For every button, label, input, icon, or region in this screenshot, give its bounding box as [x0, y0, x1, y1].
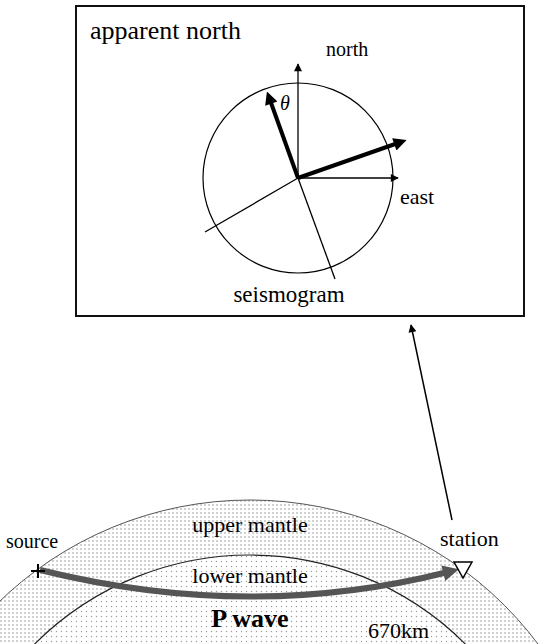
- layer-label: lower mantle: [192, 563, 307, 588]
- pointer-arrow: [411, 325, 452, 520]
- earth-section: [0, 325, 552, 644]
- north-axis: [297, 64, 298, 178]
- east-axis: [298, 177, 398, 178]
- motion-arrow: [298, 143, 398, 178]
- layer-label: upper mantle: [192, 512, 307, 537]
- wave-label: P wave: [211, 604, 288, 634]
- depth-label: 670km: [368, 618, 429, 643]
- axis-label: apparent north: [90, 16, 241, 46]
- trace-label: seismogram: [233, 282, 344, 308]
- source-marker: [31, 564, 45, 578]
- place-label: source: [6, 530, 58, 553]
- axis-label: north: [326, 38, 368, 61]
- station-symbol: [454, 562, 472, 578]
- upper-mantle-region: [0, 500, 552, 644]
- motion-line: [205, 178, 298, 232]
- discontinuity-670: [0, 555, 552, 644]
- inset-box: apparent north north θ east seismogram: [75, 5, 525, 317]
- angle-symbol: θ: [280, 92, 290, 115]
- place-label: station: [440, 526, 499, 551]
- apparent-axis: [298, 178, 335, 279]
- axis-label: east: [400, 184, 434, 209]
- compass: [203, 64, 398, 279]
